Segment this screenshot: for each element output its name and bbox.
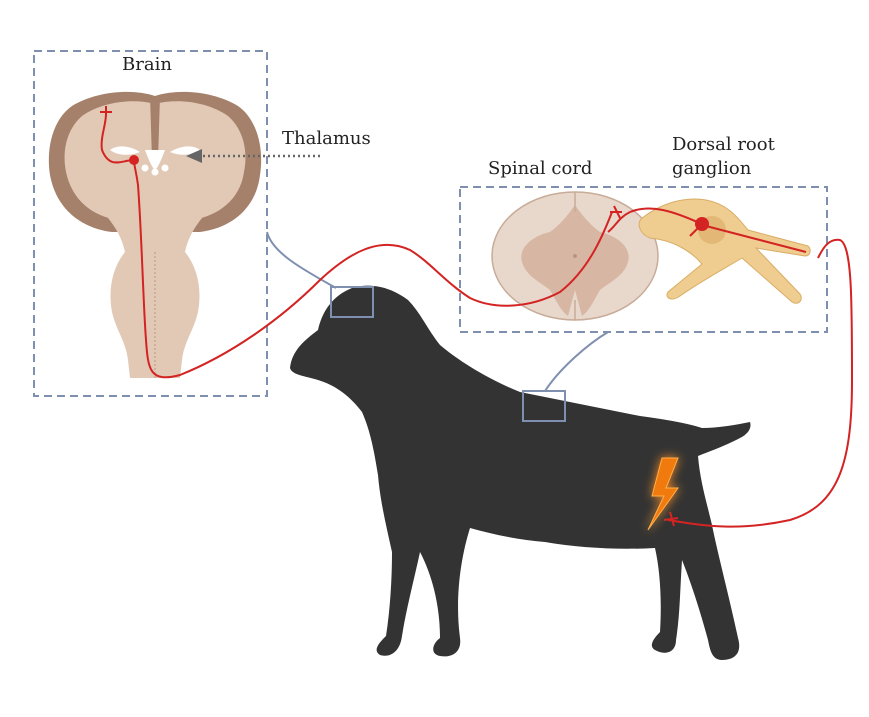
ganglion-axon-stub xyxy=(689,223,703,237)
brain-connector-line xyxy=(266,231,337,289)
back-callout-box xyxy=(522,390,566,422)
thalamus-neuron-cell-body xyxy=(129,155,139,165)
spinal-cord-label: Spinal cord xyxy=(488,158,593,179)
brain-label: Brain xyxy=(122,54,172,75)
brain-illustration xyxy=(48,91,262,378)
head-callout-box xyxy=(330,286,374,318)
dorsal-root-ganglion-illustration xyxy=(638,198,811,304)
cortex-synapse-terminal xyxy=(100,106,112,116)
lightning-bolt-icon xyxy=(647,457,679,531)
dorsal-root-ganglion-label-line1: Dorsal root xyxy=(672,134,775,155)
dorsal-root-ganglion-label: Dorsal root ganglion xyxy=(672,133,775,181)
spinal-synapse-terminal xyxy=(610,205,622,219)
receptor-ending xyxy=(663,511,679,527)
dorsal-root-ganglion-label-line2: ganglion xyxy=(672,158,752,179)
pain-nerve-pathway xyxy=(100,113,854,528)
thalamus-arrowhead-icon xyxy=(186,149,202,163)
spinal-frame xyxy=(459,186,828,333)
dog-silhouette xyxy=(290,285,751,660)
brain-frame xyxy=(33,50,268,397)
thalamus-label: Thalamus xyxy=(282,128,371,149)
spinal-connector-line xyxy=(544,331,609,392)
